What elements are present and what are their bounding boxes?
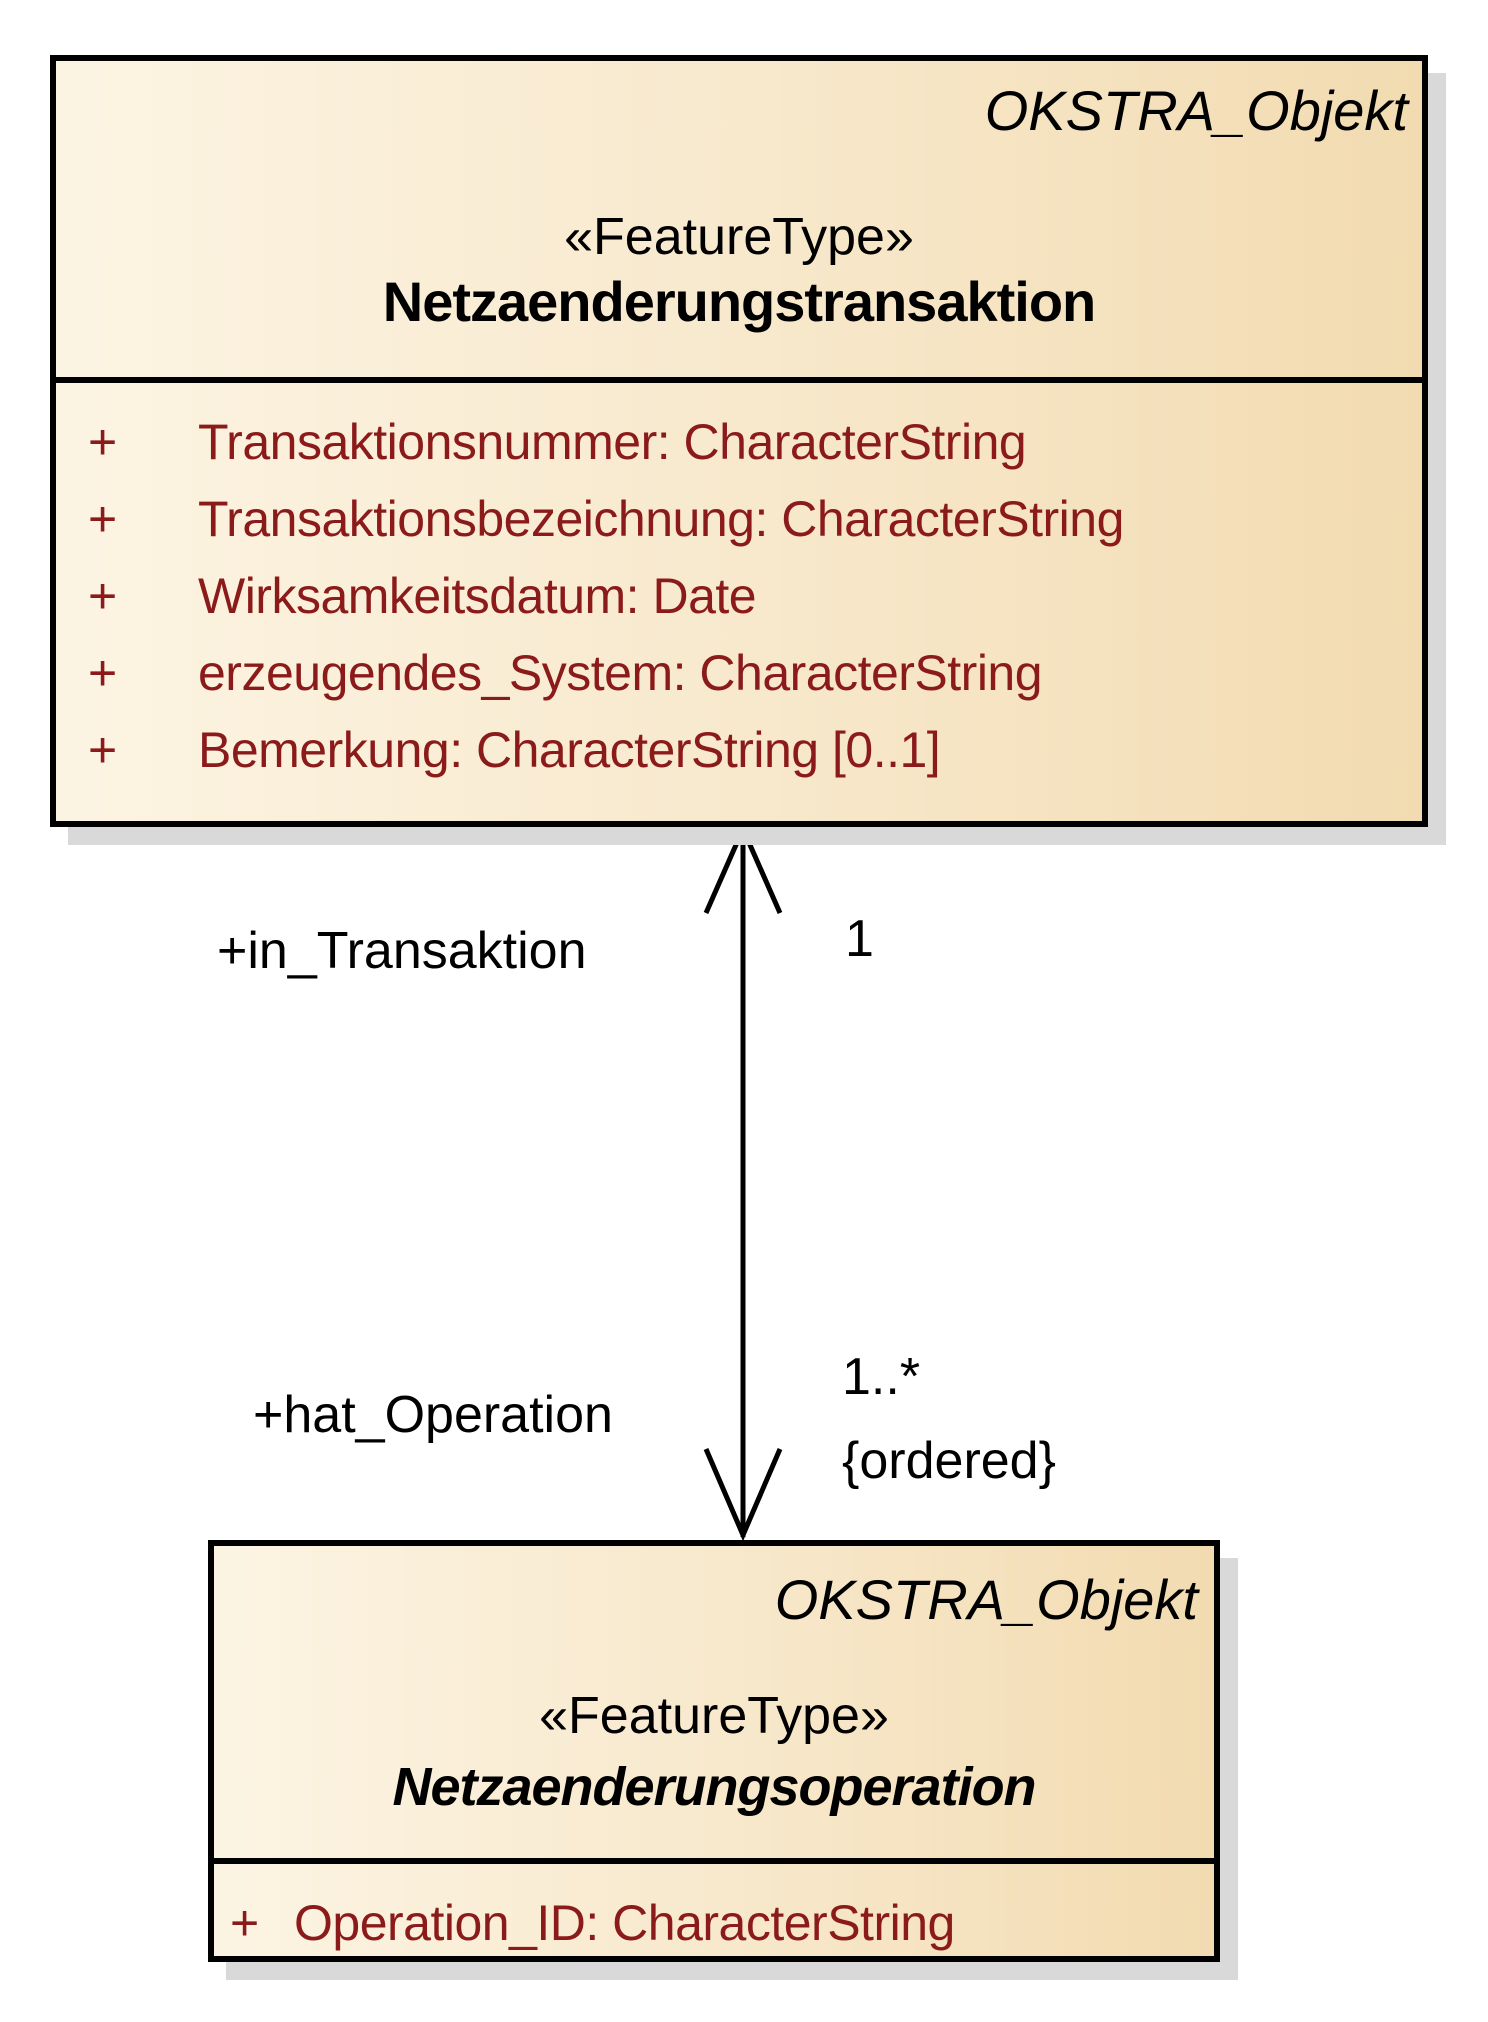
attribute-signature: Bemerkung: CharacterString [0..1] xyxy=(198,722,941,778)
compartment-divider xyxy=(214,1858,1214,1864)
attribute-visibility: + xyxy=(88,491,117,547)
class-name: Netzaenderungstransaktion xyxy=(382,270,1097,333)
attribute-row: + Operation_ID: CharacterString xyxy=(230,1894,955,1952)
association-role-hat-operation: +hat_Operation xyxy=(253,1386,613,1444)
class-stereotype: «FeatureType» xyxy=(564,208,914,266)
attribute-visibility: + xyxy=(88,722,117,778)
attribute-signature: Transaktionsnummer: CharacterString xyxy=(198,414,1027,470)
association-role-in-transaktion: +in_Transaktion xyxy=(217,922,587,980)
class-name: Netzaenderungsoperation xyxy=(392,1757,1036,1817)
attribute-visibility: + xyxy=(230,1895,259,1951)
attribute-row: + Transaktionsbezeichnung: CharacterStrin… xyxy=(88,490,1124,548)
attribute-signature: Transaktionsbezeichnung: CharacterString xyxy=(198,491,1124,547)
association-multiplicity-source: 1 xyxy=(845,910,874,968)
attribute-row: + Wirksamkeitsdatum: Date xyxy=(88,567,757,625)
class-netzaenderungsoperation: OKSTRA_Objekt «FeatureType» Netzaenderun… xyxy=(208,1540,1220,1962)
class-frame-label: OKSTRA_Objekt xyxy=(774,1568,1198,1631)
attribute-signature: Wirksamkeitsdatum: Date xyxy=(198,568,757,624)
attribute-row: + Bemerkung: CharacterString [0..1] xyxy=(88,721,941,779)
attribute-visibility: + xyxy=(88,645,117,701)
arrowhead-up-icon xyxy=(703,822,783,915)
attribute-row: + erzeugendes_System: CharacterString xyxy=(88,644,1043,702)
attribute-visibility: + xyxy=(88,414,117,470)
class-stereotype: «FeatureType» xyxy=(539,1687,889,1745)
attribute-row: + Transaktionsnummer: CharacterString xyxy=(88,413,1027,471)
arrowhead-down-icon xyxy=(703,1448,783,1542)
class-frame-label: OKSTRA_Objekt xyxy=(984,79,1408,142)
class-netzaenderungstransaktion: OKSTRA_Objekt «FeatureType» Netzaenderun… xyxy=(50,55,1428,827)
attribute-signature: Operation_ID: CharacterString xyxy=(294,1895,955,1951)
attribute-visibility: + xyxy=(88,568,117,624)
association-constraint-ordered: {ordered} xyxy=(842,1432,1056,1490)
association-multiplicity-target: 1..* xyxy=(842,1348,921,1406)
compartment-divider xyxy=(56,377,1422,383)
attribute-signature: erzeugendes_System: CharacterString xyxy=(198,645,1043,701)
